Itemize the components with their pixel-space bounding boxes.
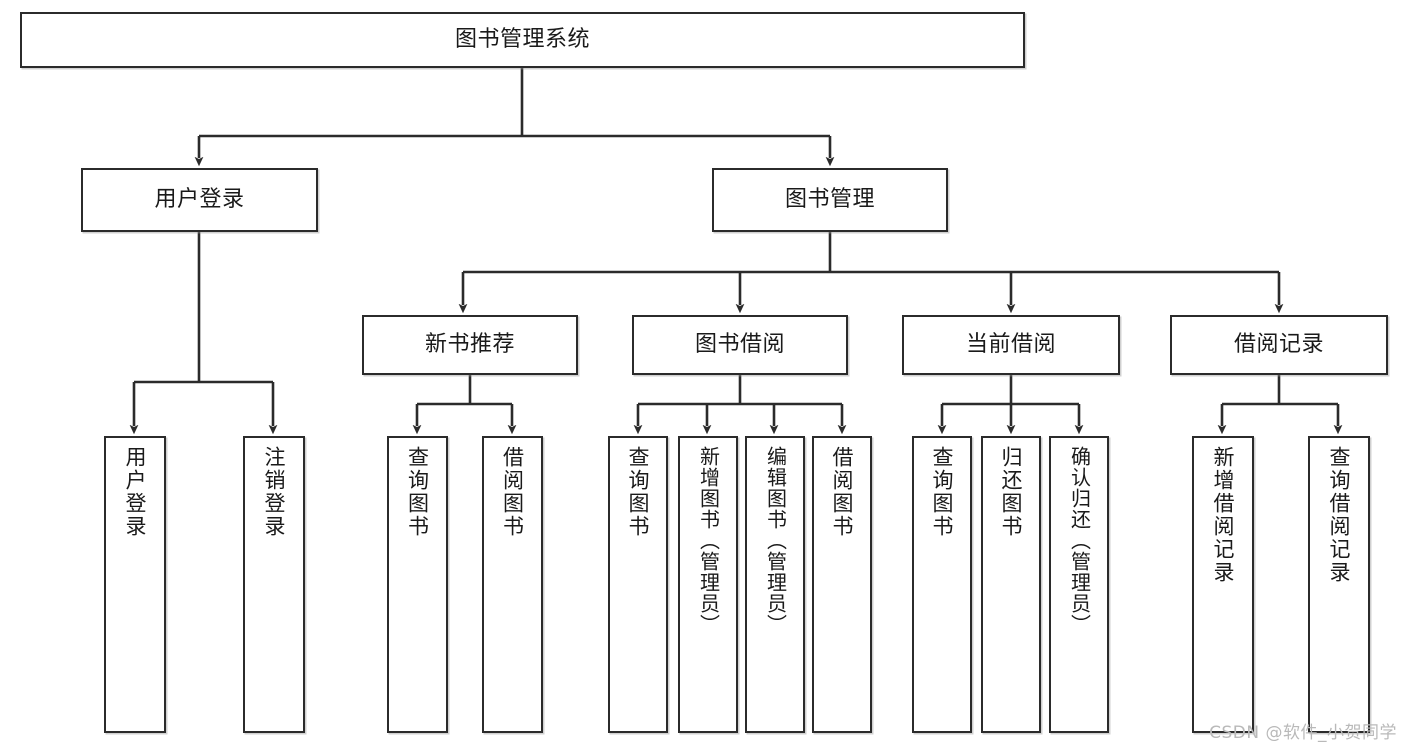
node-current-borrow[interactable]: 当前借阅 bbox=[902, 315, 1120, 375]
leaf-new-book-query-book[interactable]: 查询图书 bbox=[387, 436, 448, 733]
leaf-new-book-borrow-book[interactable]: 借阅图书 bbox=[482, 436, 543, 733]
node-root-book-management-system[interactable]: 图书管理系统 bbox=[20, 12, 1025, 68]
leaf-current-borrow-confirm-return-admin[interactable]: 确认归还（管理员） bbox=[1049, 436, 1109, 733]
leaf-borrow-record-add-record[interactable]: 新增借阅记录 bbox=[1192, 436, 1254, 733]
node-label: 借阅图书 bbox=[500, 446, 525, 538]
node-label: 图书管理 bbox=[784, 186, 875, 212]
node-label: 用户登录 bbox=[154, 186, 245, 212]
leaf-borrow-record-query-record[interactable]: 查询借阅记录 bbox=[1308, 436, 1370, 733]
node-new-book-recommend[interactable]: 新书推荐 bbox=[362, 315, 578, 375]
node-label: 借阅记录 bbox=[1233, 331, 1324, 357]
node-label: 查询图书 bbox=[626, 446, 651, 538]
node-label: 图书管理系统 bbox=[454, 26, 590, 52]
node-label: 新书推荐 bbox=[424, 331, 515, 357]
leaf-user-login-logout[interactable]: 注销登录 bbox=[243, 436, 305, 733]
node-label: 查询图书 bbox=[405, 446, 430, 538]
leaf-book-borrow-query-book[interactable]: 查询图书 bbox=[608, 436, 668, 733]
node-label: 确认归还（管理员） bbox=[1067, 446, 1092, 635]
leaf-book-borrow-edit-book-admin[interactable]: 编辑图书（管理员） bbox=[745, 436, 805, 733]
node-label: 借阅图书 bbox=[830, 446, 855, 538]
node-label: 图书借阅 bbox=[694, 331, 785, 357]
node-label: 注销登录 bbox=[262, 446, 287, 538]
node-label: 查询图书 bbox=[930, 446, 955, 538]
node-label: 新增图书（管理员） bbox=[696, 446, 721, 635]
node-label: 编辑图书（管理员） bbox=[763, 446, 788, 635]
node-label: 用户登录 bbox=[123, 446, 148, 538]
node-label: 归还图书 bbox=[999, 446, 1024, 538]
leaf-current-borrow-query-book[interactable]: 查询图书 bbox=[912, 436, 972, 733]
node-book-borrow[interactable]: 图书借阅 bbox=[632, 315, 848, 375]
node-user-login[interactable]: 用户登录 bbox=[81, 168, 318, 232]
node-borrow-record[interactable]: 借阅记录 bbox=[1170, 315, 1388, 375]
leaf-book-borrow-borrow-book[interactable]: 借阅图书 bbox=[812, 436, 872, 733]
node-book-management[interactable]: 图书管理 bbox=[712, 168, 948, 232]
leaf-current-borrow-return-book[interactable]: 归还图书 bbox=[981, 436, 1041, 733]
leaf-book-borrow-add-book-admin[interactable]: 新增图书（管理员） bbox=[678, 436, 738, 733]
leaf-user-login-login[interactable]: 用户登录 bbox=[104, 436, 166, 733]
node-label: 新增借阅记录 bbox=[1211, 446, 1236, 584]
node-label: 查询借阅记录 bbox=[1327, 446, 1352, 584]
node-label: 当前借阅 bbox=[965, 331, 1056, 357]
